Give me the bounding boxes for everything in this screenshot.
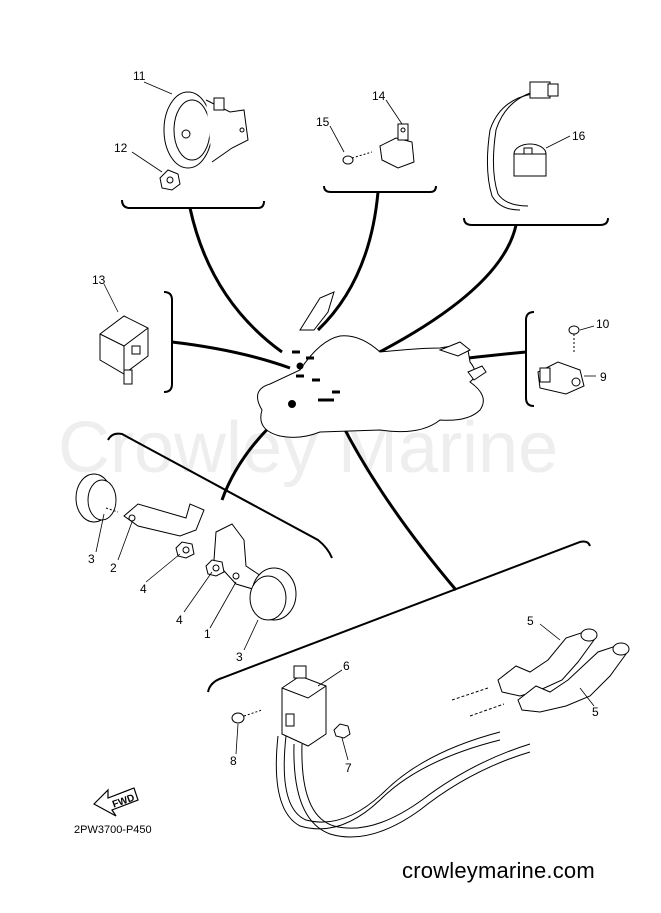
callout-2: 2 — [110, 561, 117, 575]
plug-cap-upper-part — [497, 628, 598, 697]
callout-4a: 4 — [140, 582, 147, 596]
coil-leaders — [235, 623, 595, 761]
switch-part — [379, 123, 415, 169]
switch-bolt-part — [342, 151, 373, 165]
callout-16: 16 — [572, 129, 586, 143]
group-brackets — [107, 185, 609, 693]
coil-nut-part — [333, 723, 351, 739]
callout-1: 1 — [204, 627, 211, 641]
speed-sensor-bracket — [525, 311, 535, 407]
callout-9: 9 — [600, 370, 607, 384]
callout-5b: 5 — [592, 705, 599, 719]
speed-sensor-bolt-part — [568, 325, 580, 352]
leader-horn — [188, 207, 283, 354]
horn-part — [163, 91, 249, 169]
leader-coil — [338, 419, 458, 591]
callout-14: 14 — [372, 89, 386, 103]
diagram-code: 2PW3700-P450 — [74, 824, 152, 836]
lamp-leaders — [95, 513, 259, 651]
fwd-arrow-icon — [93, 787, 139, 817]
callout-4b: 4 — [176, 613, 183, 627]
lamp-right-part — [249, 567, 297, 621]
lamp-group-bracket — [107, 432, 333, 559]
speed-sensor-part — [537, 361, 585, 395]
callout-15: 15 — [316, 115, 330, 129]
leader-switch — [316, 191, 380, 332]
callout-6: 6 — [343, 659, 350, 673]
callout-10: 10 — [596, 317, 610, 331]
coil-bolt-part — [231, 709, 263, 724]
horn-group-bracket — [121, 199, 265, 209]
website-link[interactable]: crowleymarine.com — [402, 858, 595, 883]
vehicle-location-marks — [288, 350, 340, 408]
callout-13: 13 — [92, 273, 106, 287]
switch-group-bracket — [323, 185, 437, 193]
horn-nut-part — [159, 169, 181, 191]
callout-11: 11 — [133, 69, 146, 83]
coil-group-bracket — [207, 540, 591, 693]
vehicle-silhouette — [257, 291, 487, 438]
callout-12: 12 — [114, 141, 128, 155]
ignition-coil-part — [281, 665, 327, 747]
plug-cap-lower-part — [517, 642, 630, 713]
lamp-left-part — [75, 473, 119, 523]
nut-left-part — [175, 541, 195, 559]
callout-7: 7 — [345, 761, 352, 775]
nut-right-part — [205, 559, 225, 577]
leader-relay — [171, 340, 291, 370]
coil-leads — [275, 687, 531, 838]
sensor-group-bracket — [463, 217, 609, 226]
callout-8: 8 — [230, 754, 237, 768]
callout-5a: 5 — [527, 614, 534, 628]
relay-part — [99, 315, 149, 385]
relay-group-bracket — [163, 291, 173, 393]
callout-3a: 3 — [88, 552, 95, 566]
bracket-left-part — [123, 503, 205, 537]
sensor-part — [486, 81, 559, 211]
callout-3b: 3 — [236, 650, 243, 664]
